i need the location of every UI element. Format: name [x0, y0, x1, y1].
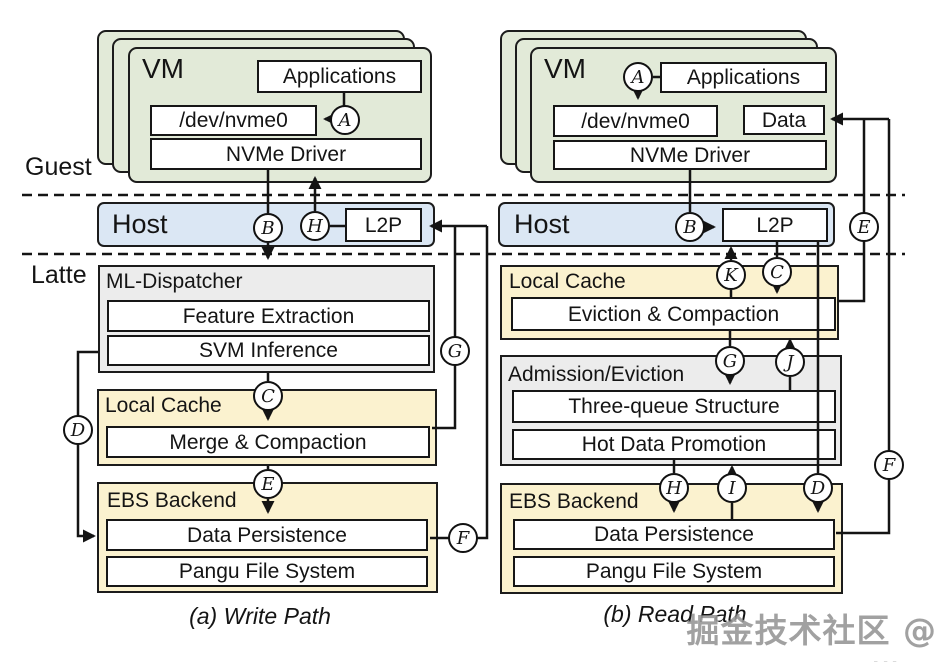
left-step-g-badge: G [440, 336, 470, 366]
right-vm-title: VM [544, 53, 586, 84]
right-step-f-badge: F [874, 450, 904, 480]
left-step-a-badge: A [330, 105, 360, 135]
left-applications-box: Applications [257, 60, 422, 93]
right-local-cache-title: Local Cache [509, 270, 626, 293]
left-pangu-box: Pangu File System [106, 556, 428, 587]
left-nvme-driver-box: NVMe Driver [150, 138, 422, 170]
right-step-e-badge: E [849, 212, 879, 242]
left-host-title: Host [112, 209, 168, 239]
right-step-k-badge: K [716, 260, 746, 290]
left-step-b-badge: B [253, 213, 283, 243]
left-vm-title: VM [142, 53, 184, 84]
right-applications-box: Applications [660, 62, 827, 93]
right-step-c-badge: C [762, 257, 792, 287]
latte-label: Latte [31, 261, 87, 289]
left-step-f-badge: F [448, 523, 478, 553]
right-admission-title: Admission/Eviction [508, 363, 685, 386]
right-three-queue-box: Three-queue Structure [512, 390, 836, 423]
right-step-g-badge: G [715, 346, 745, 376]
right-eviction-compaction-box: Eviction & Compaction [511, 297, 836, 331]
right-step-j-badge: J [775, 347, 805, 377]
left-caption: (a) Write Path [189, 603, 331, 629]
left-feature-extraction-box: Feature Extraction [107, 300, 430, 332]
right-dev-nvme0-box: /dev/nvme0 [553, 105, 718, 137]
left-dev-nvme0-box: /dev/nvme0 [150, 105, 317, 136]
right-host-title: Host [514, 209, 570, 239]
right-caption: (b) Read Path [603, 601, 747, 627]
right-step-h-badge: H [659, 473, 689, 503]
left-merge-compaction-box: Merge & Compaction [106, 426, 430, 458]
left-svm-inference-box: SVM Inference [107, 335, 430, 366]
right-data-persistence-box: Data Persistence [513, 519, 835, 550]
right-step-a-badge: A [623, 62, 653, 92]
left-l2p-box: L2P [345, 208, 422, 242]
right-pangu-box: Pangu File System [513, 556, 835, 587]
right-ebs-backend-title: EBS Backend [509, 490, 639, 513]
left-ml-dispatcher-title: ML-Dispatcher [106, 270, 243, 293]
left-ebs-backend-title: EBS Backend [107, 489, 237, 512]
left-step-e-badge: E [253, 469, 283, 499]
left-step-c-badge: C [253, 381, 283, 411]
right-l2p-box: L2P [722, 208, 828, 242]
right-hot-data-box: Hot Data Promotion [512, 429, 836, 460]
left-step-h-badge: H [300, 211, 330, 241]
watermark-text: 掘金技术社区 @ AIData搭子 [686, 611, 937, 662]
right-step-d-badge: D [803, 473, 833, 503]
left-data-persistence-box: Data Persistence [106, 519, 428, 551]
right-step-i-badge: I [717, 473, 747, 503]
right-data-box: Data [743, 105, 825, 135]
left-step-d-badge: D [63, 415, 93, 445]
right-nvme-driver-box: NVMe Driver [553, 140, 827, 170]
guest-label: Guest [25, 153, 92, 181]
right-step-b-badge: B [675, 212, 705, 242]
left-local-cache-title: Local Cache [105, 394, 222, 417]
